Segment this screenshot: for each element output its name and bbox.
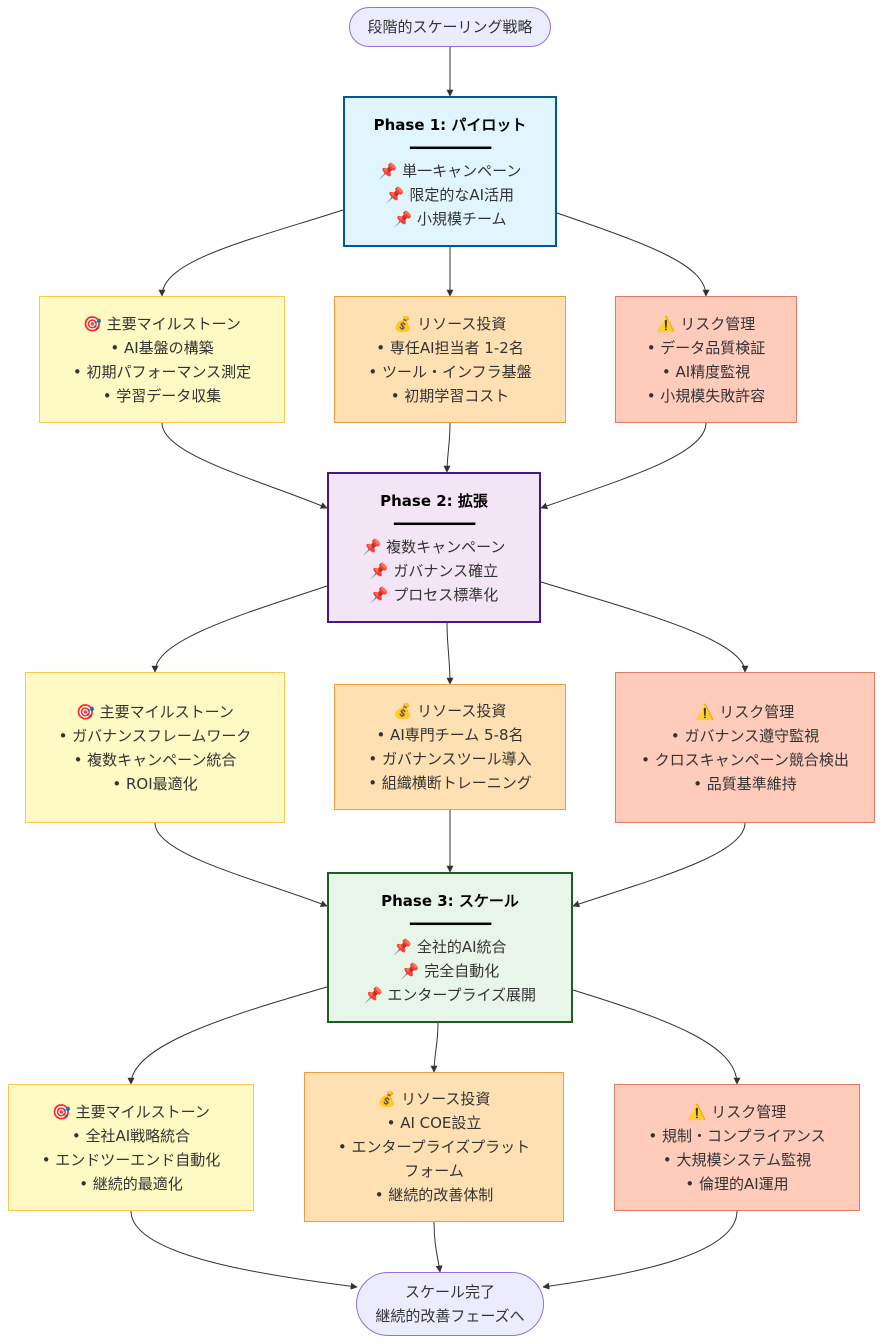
edge-risk3-end [542,1210,738,1290]
phase-2-item: 📌 複数キャンペーン [362,537,506,556]
milestone-2-item: • 複数キャンペーン統合 [73,750,237,769]
edge-resource1-phase2 [443,422,451,473]
milestone-2-item: • ROI最適化 [112,774,198,793]
risk-node-1: ⚠️ リスク管理 • データ品質検証 • AI精度監視 • 小規模失敗許容 [615,296,797,423]
resource-3-item: • 継続的改善体制 [374,1186,494,1204]
risk-3-item: • 倫理的AI運用 [685,1174,789,1193]
edge-phase2-risk2 [540,581,749,673]
milestone-1-title: 🎯 主要マイルストーン [83,314,241,333]
phase-2-separator: ━━━━━━━━━━ [393,514,475,533]
milestone-1-item: • AI基盤の構築 [110,338,214,357]
resource-2-item: • AI専門チーム 5-8名 [376,726,524,744]
milestone-2-title: 🎯 主要マイルストーン [76,702,234,721]
phase-1-item: 📌 単一キャンペーン [378,161,522,180]
phase-3-item: 📌 エンタープライズ展開 [363,985,537,1004]
edge-resource3-end [433,1221,443,1273]
end-node: スケール完了 継続的改善フェーズへ [356,1272,544,1336]
phase-1-title: Phase 1: パイロット [373,115,527,134]
milestone-3-title: 🎯 主要マイルストーン [52,1102,210,1121]
risk-node-2: ⚠️ リスク管理 • ガバナンス遵守監視 • クロスキャンペーン競合検出 • 品… [615,672,875,823]
risk-3-item: • 大規模システム監視 [662,1150,812,1169]
milestone-3-item: • エンドツーエンド自動化 [41,1150,221,1169]
resource-1-item: • 初期学習コスト [390,386,510,405]
milestone-3-item: • 継続的最適化 [79,1174,183,1193]
edge-phase2-resource2 [446,622,454,685]
edge-phase1-milestone1 [158,209,344,297]
phase-3-node: Phase 3: スケール ━━━━━━━━━━ 📌 全社的AI統合 📌 完全自… [327,872,573,1023]
risk-1-item: • データ品質検証 [646,338,766,357]
phase-2-title: Phase 2: 拡張 [380,491,488,510]
edge-phase3-resource3 [430,1022,439,1073]
resource-2-item: • 組織横断トレーニング [368,774,532,792]
risk-1-title: ⚠️ リスク管理 [656,314,756,333]
edge-phase3-milestone3 [127,986,328,1085]
edge-risk1-phase2 [540,422,707,510]
risk-2-title: ⚠️ リスク管理 [695,702,795,721]
milestone-2-item: • ガバナンスフレームワーク [58,726,252,745]
resource-3-item: • AI COE設立 [386,1114,482,1132]
resource-3-item: • エンタープライズプラットフォーム [337,1138,531,1180]
risk-2-item: • 品質基準維持 [693,774,797,793]
milestone-3-item: • 全社AI戦略統合 [71,1126,191,1145]
resource-node-1: 💰 リソース投資 • 専任AI担当者 1-2名 • ツール・インフラ基盤 • 初… [334,296,566,423]
phase-3-title: Phase 3: スケール [381,891,519,910]
milestone-node-3: 🎯 主要マイルストーン • 全社AI戦略統合 • エンドツーエンド自動化 • 継… [8,1084,254,1211]
resource-1-item: • ツール・インフラ基盤 [368,362,532,381]
resource-2-title: 💰 リソース投資 [393,702,507,720]
edge-milestone2-phase3 [154,822,328,907]
phase-1-separator: ━━━━━━━━━━ [409,138,491,157]
resource-node-2: 💰 リソース投資 • AI専門チーム 5-8名 • ガバナンスツール導入 • 組… [334,684,566,810]
resource-1-item: • 専任AI担当者 1-2名 [376,338,524,357]
risk-3-item: • 規制・コンプライアンス [648,1126,826,1145]
start-node: 段階的スケーリング戦略 [349,7,551,47]
edge-risk2-phase3 [572,822,746,908]
resource-1-title: 💰 リソース投資 [393,314,507,333]
risk-1-item: • 小規模失敗許容 [646,386,766,405]
phase-2-item: 📌 ガバナンス確立 [369,561,499,580]
resource-3-title: 💰 リソース投資 [377,1090,491,1108]
edge-phase1-risk1 [556,212,710,297]
risk-node-3: ⚠️ リスク管理 • 規制・コンプライアンス • 大規模システム監視 • 倫理的… [614,1084,860,1211]
milestone-1-item: • 初期パフォーマンス測定 [72,362,252,381]
edge-phase3-risk3 [572,989,741,1085]
phase-1-item: 📌 限定的なAI活用 [385,185,515,204]
milestone-node-2: 🎯 主要マイルストーン • ガバナンスフレームワーク • 複数キャンペーン統合 … [25,672,285,823]
phase-2-node: Phase 2: 拡張 ━━━━━━━━━━ 📌 複数キャンペーン 📌 ガバナン… [327,472,541,623]
end-node-line: スケール完了 [404,1283,495,1301]
phase-3-separator: ━━━━━━━━━━ [409,914,491,933]
edge-phase2-milestone2 [151,585,328,673]
risk-1-item: • AI精度監視 [661,362,751,381]
edge-milestone3-end [130,1210,358,1290]
risk-3-title: ⚠️ リスク管理 [687,1102,787,1121]
resource-2-item: • ガバナンスツール導入 [368,750,532,768]
risk-2-item: • クロスキャンペーン競合検出 [641,750,849,769]
resource-node-3: 💰 リソース投資 • AI COE設立 • エンタープライズプラットフォーム •… [304,1072,564,1222]
start-node-label: 段階的スケーリング戦略 [367,18,533,36]
end-node-line: 継続的改善フェーズへ [375,1307,525,1325]
phase-2-item: 📌 プロセス標準化 [369,585,499,604]
phase-3-item: 📌 全社的AI統合 [393,937,507,956]
phase-3-item: 📌 完全自動化 [400,961,500,980]
edge-milestone1-phase2 [161,422,328,509]
risk-2-item: • ガバナンス遵守監視 [670,726,820,745]
phase-1-item: 📌 小規模チーム [393,209,507,228]
milestone-node-1: 🎯 主要マイルストーン • AI基盤の構築 • 初期パフォーマンス測定 • 学習… [39,296,285,423]
phase-1-node: Phase 1: パイロット ━━━━━━━━━━ 📌 単一キャンペーン 📌 限… [343,96,557,247]
milestone-1-item: • 学習データ収集 [102,386,222,405]
